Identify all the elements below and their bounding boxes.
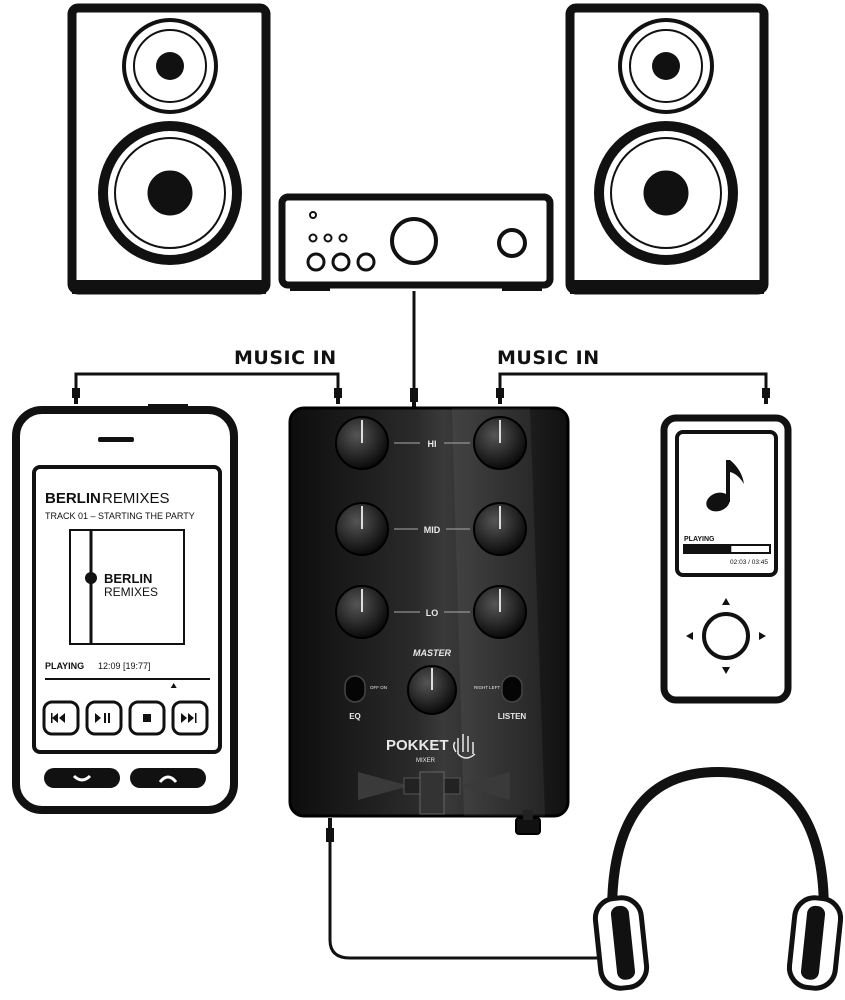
left-mid-knob[interactable] (335, 502, 389, 556)
cable-plugs (72, 388, 770, 842)
lo-label: LO (426, 608, 439, 618)
right-arrow-icon[interactable] (759, 632, 766, 640)
pokket-mixer: HI MID LO MASTER (288, 406, 570, 835)
hand-logo-icon (452, 734, 476, 759)
right-mid-knob[interactable] (473, 502, 527, 556)
speaker-grille-icon (98, 437, 134, 442)
center-button[interactable] (702, 612, 750, 660)
fast-forward-icon (181, 713, 197, 723)
listen-toggle-button[interactable] (501, 675, 523, 703)
master-label: MASTER (413, 648, 452, 658)
listen-label: LISTEN (498, 712, 527, 721)
music-in-label-left: MUSIC IN (234, 347, 337, 369)
play-pause-icon (95, 713, 110, 723)
brand-sublabel: MIXER (416, 758, 436, 764)
smartphone: BERLIN REMIXES TRACK 01 – STARTING THE P… (12, 404, 238, 814)
headphone-jack (515, 817, 541, 835)
music-note-icon (706, 460, 744, 512)
listen-switch-sublabel: RIGHT LEFT (474, 685, 500, 690)
mp3-status: PLAYING (684, 536, 715, 543)
album-cover: BERLIN REMIXES (69, 529, 185, 645)
left-hi-knob[interactable] (335, 416, 389, 470)
cover-line-2: REMIXES (104, 585, 158, 599)
down-arrow-icon[interactable] (722, 667, 730, 674)
hi-label: HI (428, 439, 437, 449)
playback-progress-bar[interactable] (45, 678, 210, 688)
album-title-bold: BERLIN (45, 490, 101, 507)
left-speaker (67, 3, 271, 295)
phone-answer-icon (72, 774, 92, 782)
mid-label: MID (424, 525, 441, 535)
crossfader[interactable] (358, 771, 510, 815)
up-arrow-icon[interactable] (722, 598, 730, 605)
crossfader-handle[interactable] (419, 771, 445, 815)
eq-toggle-button[interactable] (344, 675, 366, 703)
rewind-icon (51, 713, 65, 723)
eq-label: EQ (349, 712, 361, 721)
playback-status: PLAYING (45, 661, 84, 671)
headphones (592, 766, 844, 991)
left-lo-knob[interactable] (335, 585, 389, 639)
track-title: TRACK 01 – STARTING THE PARTY (45, 511, 195, 521)
fast-forward-button[interactable] (171, 700, 209, 736)
mp3-time: 02:03 / 03:45 (730, 559, 768, 566)
mp3-player: PLAYING 02:03 / 03:45 (660, 414, 792, 704)
music-in-label-right: MUSIC IN (497, 347, 600, 369)
right-hi-knob[interactable] (473, 416, 527, 470)
album-title-light: REMIXES (102, 490, 170, 507)
play-pause-button[interactable] (85, 700, 123, 736)
left-arrow-icon[interactable] (686, 632, 693, 640)
right-earcup (786, 895, 844, 991)
right-speaker (565, 3, 769, 295)
master-knob[interactable] (407, 665, 457, 715)
playback-time: 12:09 [19:77] (98, 661, 151, 671)
click-wheel[interactable] (686, 598, 766, 674)
end-call-button[interactable] (130, 768, 206, 788)
jack-nut (523, 810, 533, 820)
phone-hangup-icon (158, 775, 178, 783)
playback-controls (42, 700, 209, 736)
call-button[interactable] (44, 768, 120, 788)
left-earcup (592, 895, 650, 991)
cables (74, 291, 768, 960)
rewind-button[interactable] (42, 700, 80, 736)
stop-icon (143, 714, 151, 722)
stop-button[interactable] (128, 700, 166, 736)
brand-logo: POKKET (386, 737, 449, 754)
eq-switch-sublabel: OFF ON (370, 685, 387, 690)
right-lo-knob[interactable] (473, 585, 527, 639)
amplifier (278, 193, 554, 291)
mp3-progress-fill (684, 545, 732, 553)
cover-line-1: BERLIN (104, 571, 152, 586)
